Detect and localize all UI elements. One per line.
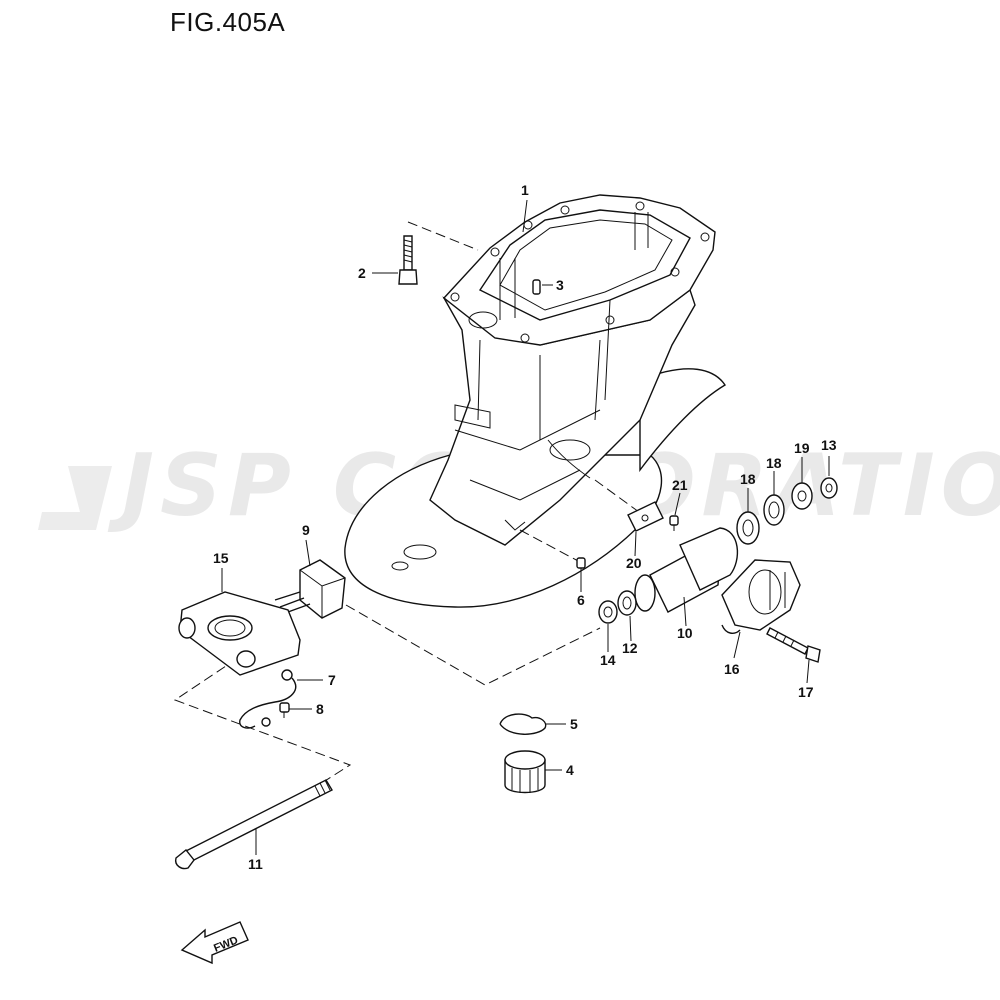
part-9-connector-block [274,559,346,619]
callout-11: 11 [248,856,263,872]
part-14-washer [598,600,618,624]
callout-9: 9 [302,522,310,538]
callout-21: 21 [672,477,688,493]
callout-8: 8 [316,701,324,717]
part-11-long-bolt [174,779,333,870]
part-10-sleeve [634,527,739,613]
callout-14: 14 [600,652,616,668]
callout-18-a: 18 [740,471,756,487]
part-8-screw [279,702,290,718]
part-21-screw [669,515,679,531]
part-19-washer [791,482,813,510]
callout-4: 4 [566,762,574,778]
fwd-arrow-icon [180,921,249,965]
watermark-logo-icon [38,466,112,530]
callout-labels: 1 2 3 4 5 6 7 8 9 10 11 12 13 14 15 16 1… [213,182,837,872]
callout-19: 19 [794,440,810,456]
callout-18-b: 18 [766,455,782,471]
figure-title: FIG.405A [170,7,285,37]
callout-20: 20 [626,555,642,571]
callout-10: 10 [677,625,693,641]
callout-16: 16 [724,661,740,677]
callout-13: 13 [821,437,837,453]
part-7-wire-clip [239,669,297,729]
part-2-bolt [398,235,418,285]
callout-1: 1 [521,182,529,198]
fwd-direction-marker: FWD [180,921,249,965]
callout-17: 17 [798,684,814,700]
callout-12: 12 [622,640,638,656]
part-18-washer-a [736,511,760,545]
part-13-nut [820,477,838,499]
callout-15: 15 [213,550,229,566]
part-1-driveshaft-housing [344,194,726,608]
part-3-pin [532,279,541,295]
leader-lines [221,199,830,855]
callout-6: 6 [577,592,585,608]
part-6-screw [576,557,586,575]
part-5-circlip [499,713,547,735]
part-15-clamp-bracket [178,591,301,676]
callout-7: 7 [328,672,336,688]
callout-5: 5 [570,716,578,732]
part-17-bolt [766,627,821,663]
part-18-washer-b [763,494,785,526]
part-4-impeller [504,750,546,794]
part-20-plate [627,501,664,532]
callout-3: 3 [556,277,564,293]
part-12-washer [617,590,637,616]
callout-2: 2 [358,265,366,281]
part-16-bushing-holder [721,559,801,634]
